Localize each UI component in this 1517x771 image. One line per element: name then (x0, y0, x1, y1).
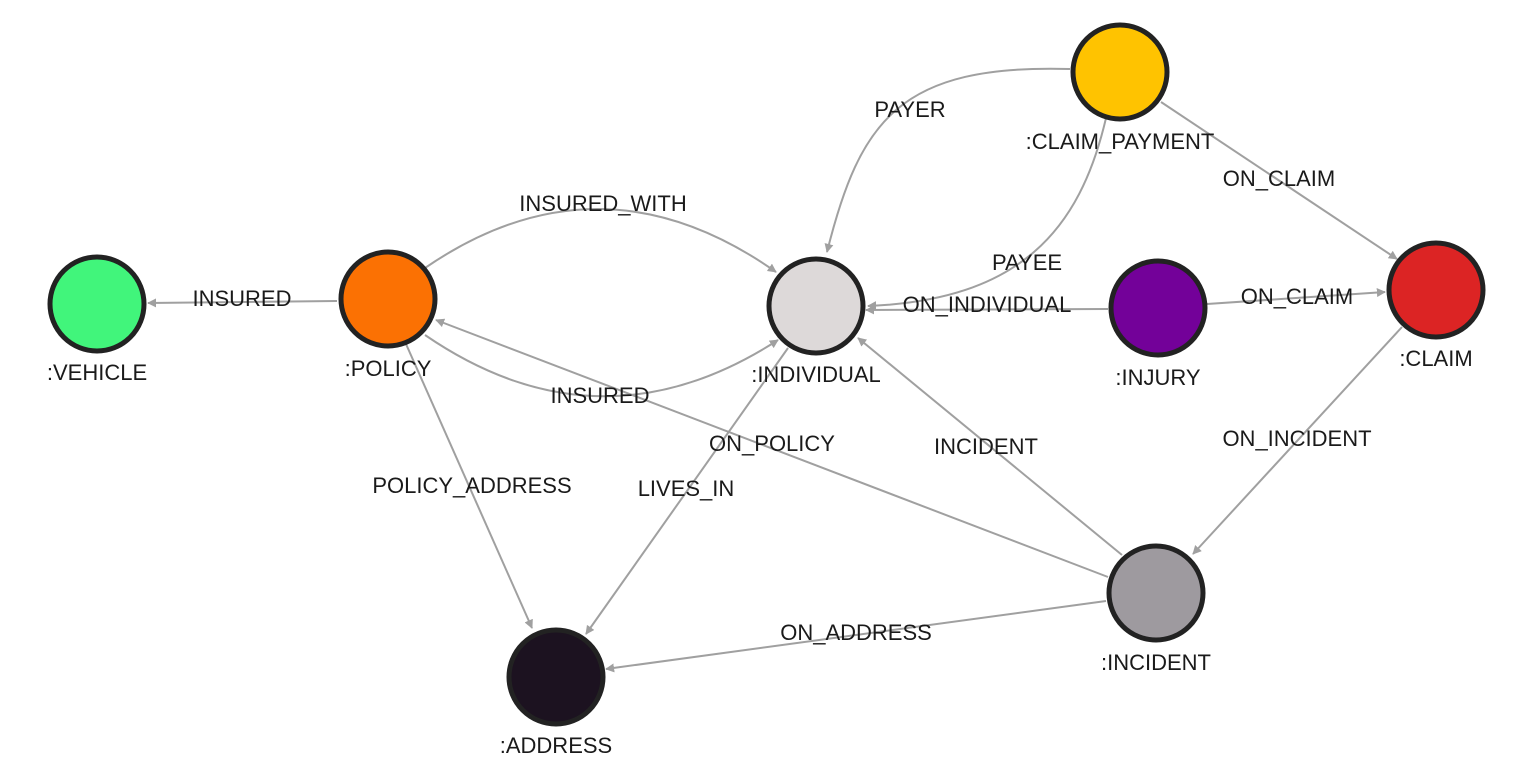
edge-policy-individual-insured[interactable] (424, 334, 779, 398)
edge-label-individual-address: LIVES_IN (638, 476, 735, 501)
node-individual-label: :INDIVIDUAL (751, 362, 881, 387)
edge-label-claim-incident: ON_INCIDENT (1222, 426, 1371, 451)
node-individual[interactable]: :INDIVIDUAL (751, 256, 881, 387)
node-injury-label: :INJURY (1115, 365, 1200, 390)
edge-individual-address[interactable] (585, 347, 789, 635)
node-policy-circle[interactable] (338, 249, 438, 349)
edge-policy-individual-insured-with[interactable] (424, 208, 777, 273)
node-claim-payment-label: :CLAIM_PAYMENT (1026, 129, 1215, 154)
node-claim-circle[interactable] (1386, 240, 1486, 340)
edge-payment-claim[interactable] (1160, 101, 1398, 260)
edge-incident-policy[interactable] (435, 318, 1109, 578)
node-incident[interactable]: :INCIDENT (1101, 543, 1211, 675)
edge-injury-claim[interactable] (1206, 288, 1386, 305)
node-incident-label: :INCIDENT (1101, 650, 1211, 675)
edge-label-policy-address: POLICY_ADDRESS (372, 473, 571, 498)
edge-incident-individual[interactable] (857, 337, 1123, 556)
edge-label-incident-address: ON_ADDRESS (780, 620, 932, 645)
edge-label-injury-individual: ON_INDIVIDUAL (903, 292, 1072, 317)
edge-label-payment-claim: ON_CLAIM (1223, 166, 1335, 191)
node-claim-payment[interactable]: :CLAIM_PAYMENT (1026, 22, 1215, 154)
node-injury[interactable]: :INJURY (1108, 258, 1208, 390)
edge-label-payment-individual-payee: PAYEE (992, 250, 1062, 275)
node-policy[interactable]: :POLICY (338, 249, 438, 381)
node-vehicle[interactable]: :VEHICLE (47, 254, 147, 385)
edge-label-injury-claim: ON_CLAIM (1241, 284, 1353, 309)
edge-payment-individual-payer[interactable] (824, 67, 1071, 253)
edge-label-payment-individual-payer: PAYER (874, 97, 945, 122)
edge-labels: INSURED INSURED_WITH INSURED POLICY_ADDR… (192, 97, 1371, 645)
edge-label-incident-individual: INCIDENT (934, 434, 1038, 459)
node-claim-label: :CLAIM (1399, 346, 1472, 371)
node-vehicle-circle[interactable] (47, 254, 147, 354)
edge-label-policy-individual-insured: INSURED (550, 383, 649, 408)
edges (147, 67, 1403, 673)
node-address[interactable]: :ADDRESS (500, 627, 612, 758)
edge-claim-incident[interactable] (1192, 326, 1403, 555)
edge-policy-vehicle[interactable] (147, 298, 338, 308)
node-vehicle-label: :VEHICLE (47, 360, 147, 385)
edge-payment-individual-payee[interactable] (867, 117, 1107, 311)
node-incident-circle[interactable] (1106, 543, 1206, 643)
node-injury-circle[interactable] (1108, 258, 1208, 358)
edge-policy-address[interactable] (405, 343, 533, 629)
edge-label-policy-individual-insured-with: INSURED_WITH (519, 191, 686, 216)
edge-incident-address[interactable] (605, 600, 1107, 673)
node-claim-payment-circle[interactable] (1070, 22, 1170, 122)
nodes: :VEHICLE :POLICY :INDIVIDUAL :CLAIM_PAYM… (47, 22, 1486, 758)
edge-label-policy-vehicle: INSURED (192, 286, 291, 311)
edge-label-incident-policy: ON_POLICY (709, 431, 835, 456)
node-claim[interactable]: :CLAIM (1386, 240, 1486, 371)
node-individual-circle[interactable] (766, 256, 866, 356)
node-policy-label: :POLICY (345, 356, 432, 381)
node-address-label: :ADDRESS (500, 733, 612, 758)
node-address-circle[interactable] (506, 627, 606, 727)
edge-injury-individual[interactable] (865, 305, 1109, 315)
